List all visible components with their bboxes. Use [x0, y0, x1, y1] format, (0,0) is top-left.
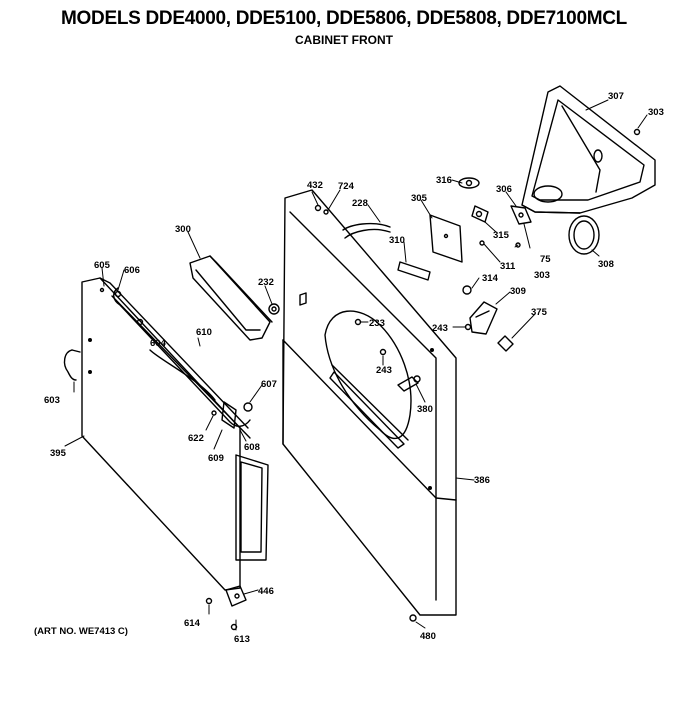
part-labels: 307 303 316 306 305 315 75 303 308 310 3… [44, 91, 664, 645]
cabinet-front-panel [282, 189, 457, 616]
part-label-316: 316 [436, 175, 452, 186]
small-parts-right [397, 128, 641, 352]
door-assembly [63, 277, 417, 631]
part-label-305: 305 [411, 193, 428, 204]
part-label-386: 386 [474, 475, 490, 486]
part-label-308: 308 [598, 259, 614, 270]
part-label-605: 605 [94, 260, 111, 271]
part-label-310: 310 [389, 235, 405, 246]
part-label-446: 446 [258, 586, 274, 597]
part-label-306: 306 [496, 184, 512, 195]
part-label-307: 307 [608, 91, 624, 102]
part-label-380: 380 [417, 404, 433, 415]
part-label-232: 232 [258, 277, 274, 288]
part-label-300: 300 [175, 224, 191, 235]
part-label-613: 613 [234, 634, 250, 645]
part-label-303: 303 [648, 107, 664, 118]
part-label-608: 608 [244, 442, 260, 453]
part-label-243b: 243 [376, 365, 392, 376]
part-label-228: 228 [352, 198, 368, 209]
part-label-432: 432 [307, 180, 323, 191]
diagram-subtitle: CABINET FRONT [295, 33, 393, 47]
part-label-303b: 303 [534, 270, 550, 281]
part-label-603: 603 [44, 395, 60, 406]
part-label-311: 311 [500, 261, 516, 272]
part-label-314: 314 [482, 273, 499, 284]
part-label-309: 309 [510, 286, 526, 297]
top-duct-assembly [521, 85, 656, 214]
part-label-609: 609 [208, 453, 224, 464]
part-label-607: 607 [261, 379, 277, 390]
part-label-243a: 243 [432, 323, 448, 334]
diagram-title: MODELS DDE4000, DDE5100, DDE5806, DDE580… [61, 8, 627, 29]
part-label-622: 622 [188, 433, 204, 444]
part-label-610: 610 [196, 327, 212, 338]
part-label-724: 724 [338, 181, 355, 192]
part-label-375: 375 [531, 307, 548, 318]
part-label-75: 75 [540, 254, 551, 265]
part-label-315: 315 [493, 230, 510, 241]
duct-ring-308 [568, 215, 600, 255]
part-label-233: 233 [369, 318, 385, 329]
part-label-606: 606 [124, 265, 140, 276]
art-number: (ART NO. WE7413 C) [34, 626, 128, 637]
part-label-614: 614 [184, 618, 201, 629]
drawer-300 [189, 255, 280, 341]
part-label-395: 395 [50, 448, 67, 459]
part-label-480: 480 [420, 631, 436, 642]
leader-lines [64, 99, 648, 631]
part-label-604: 604 [150, 338, 167, 349]
